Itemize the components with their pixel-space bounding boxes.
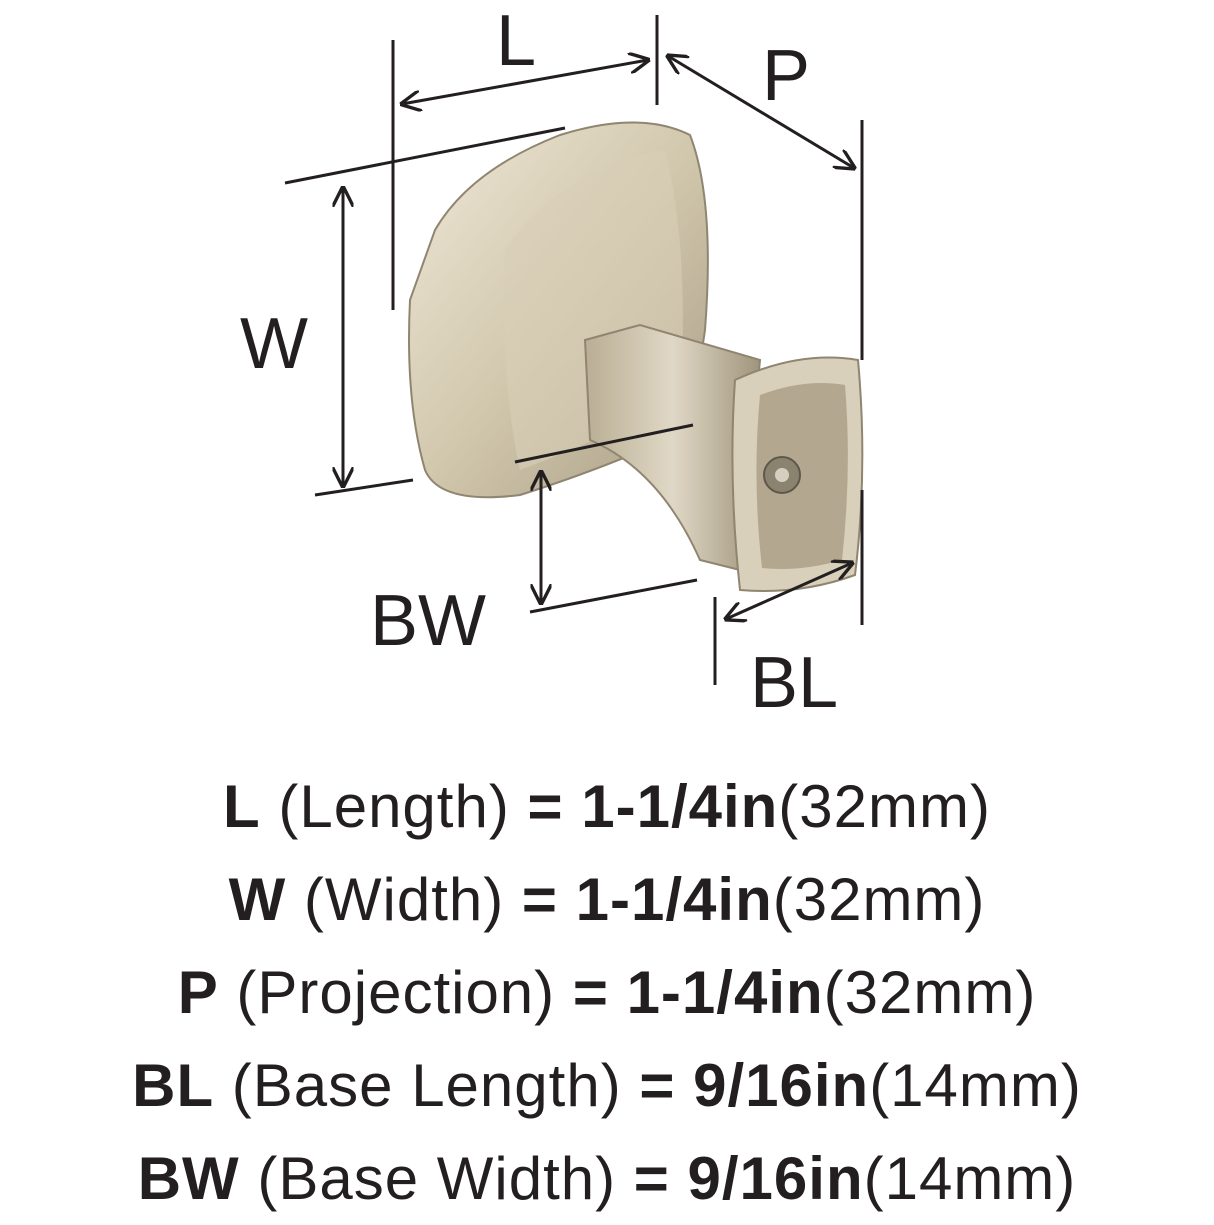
label-BW: BW xyxy=(370,581,486,661)
knob-image xyxy=(408,121,864,592)
spec-name: (Projection) xyxy=(236,959,556,1026)
spec-metric: (32mm) xyxy=(772,866,986,933)
spec-metric: (32mm) xyxy=(823,959,1037,1026)
label-BL: BL xyxy=(750,643,838,723)
label-L: L xyxy=(496,1,536,81)
specifications-list: L (Length) = 1-1/4in(32mm) W (Width) = 1… xyxy=(0,760,1214,1225)
spec-imperial: 1-1/4in xyxy=(575,866,773,933)
label-W: W xyxy=(240,304,308,384)
spec-metric: (14mm) xyxy=(863,1145,1077,1212)
spec-equals: = xyxy=(527,773,564,840)
knob-stem xyxy=(583,323,762,572)
spec-equals: = xyxy=(572,959,609,1026)
spec-projection: P (Projection) = 1-1/4in(32mm) xyxy=(0,946,1214,1039)
label-P: P xyxy=(762,36,810,116)
spec-name: (Base Length) xyxy=(231,1052,622,1119)
spec-width: W (Width) = 1-1/4in(32mm) xyxy=(0,853,1214,946)
spec-imperial: 1-1/4in xyxy=(581,773,779,840)
dimension-lines xyxy=(284,15,864,685)
spec-code: P xyxy=(177,959,219,1026)
spec-equals: = xyxy=(633,1145,670,1212)
spec-imperial: 1-1/4in xyxy=(626,959,824,1026)
spec-code: W xyxy=(228,866,287,933)
spec-metric: (14mm) xyxy=(869,1052,1082,1119)
spec-code: BW xyxy=(137,1145,240,1212)
spec-imperial: 9/16in xyxy=(693,1052,870,1119)
knob-dimension-diagram: L P W BW BL xyxy=(240,1,864,723)
spec-code: L xyxy=(223,773,261,840)
spec-length: L (Length) = 1-1/4in(32mm) xyxy=(0,760,1214,853)
spec-imperial: 9/16in xyxy=(687,1145,864,1212)
spec-name: (Width) xyxy=(303,866,505,933)
spec-equals: = xyxy=(639,1052,676,1119)
spec-base-length: BL (Base Length) = 9/16in(14mm) xyxy=(0,1039,1214,1132)
spec-name: (Length) xyxy=(278,773,510,840)
spec-code: BL xyxy=(132,1052,215,1119)
spec-metric: (32mm) xyxy=(778,773,991,840)
spec-equals: = xyxy=(521,866,558,933)
spec-name: (Base Width) xyxy=(257,1145,617,1212)
spec-base-width: BW (Base Width) = 9/16in(14mm) xyxy=(0,1132,1214,1225)
